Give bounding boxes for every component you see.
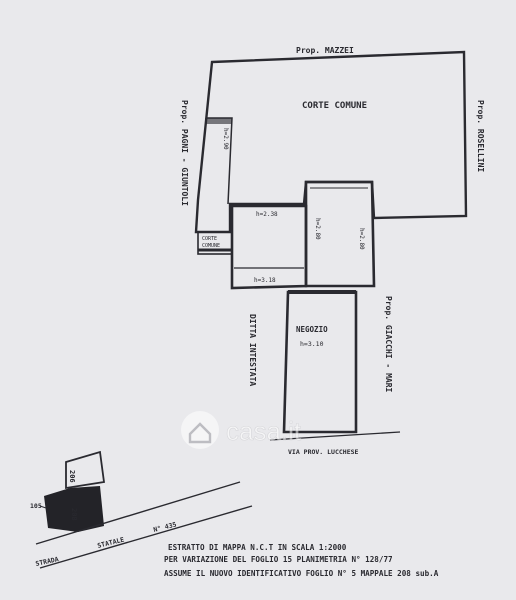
caption-line-2: PER VARIAZIONE DEL FOGLIO 15 PLANIMETRIA… [164, 555, 393, 564]
negozio-dim-label: h=3.10 [300, 340, 324, 348]
corte-small-label-1: CORTE [202, 236, 217, 242]
room-a-dim: h=2.80 [314, 218, 321, 240]
prop-right-label: Prop. ROSELLINI [476, 100, 485, 172]
label-105: 105 [30, 502, 42, 510]
prop-top-label: Prop. MAZZEI [296, 46, 354, 55]
room-b-dim: h=2.80 [358, 228, 365, 250]
watermark-house-icon [188, 422, 212, 444]
prop-giacchi-label: Prop. GIACCHI - MARI [384, 296, 393, 393]
watermark-text: casa.it [226, 416, 302, 446]
parcel-206-label: 206 [68, 470, 76, 483]
room-a-outline [230, 204, 308, 290]
via-label: VIA PROV. LUCCHESE [288, 448, 359, 456]
watermark: casa.it [181, 411, 302, 449]
room-a-bottom-dim: h=3.18 [254, 277, 276, 284]
negozio-outline [282, 290, 358, 434]
corte-small-label-2: COMUNE [202, 243, 220, 249]
ditta-label: DITTA INTESTATA [248, 314, 257, 386]
negozio-label: NEGOZIO [296, 325, 328, 334]
road-line [269, 431, 401, 441]
parcel-208-block [44, 486, 104, 532]
corridor-dim-label: h=2.90 [222, 128, 229, 150]
parcel-206-outline [65, 450, 106, 490]
watermark-logo-icon [181, 411, 219, 449]
room-b-outline [304, 180, 376, 288]
corridor-hatch [205, 118, 232, 124]
room-a-top-dim: h=2.38 [256, 211, 278, 218]
prop-left-label: Prop. PAGNI - GIUNTOLI [180, 100, 189, 206]
statale-road-upper [35, 481, 241, 545]
caption-line-3: ASSUME IL NUOVO IDENTIFICATIVO FOGLIO N°… [164, 569, 439, 578]
leader-105 [39, 505, 47, 509]
corte-comune-label: CORTE COMUNE [302, 101, 367, 111]
caption-line-1: ESTRATTO DI MAPPA N.C.T IN SCALA 1:2000 [168, 543, 347, 552]
parcel-208-label: 208 [70, 508, 78, 521]
statale-road-lower [39, 505, 253, 569]
